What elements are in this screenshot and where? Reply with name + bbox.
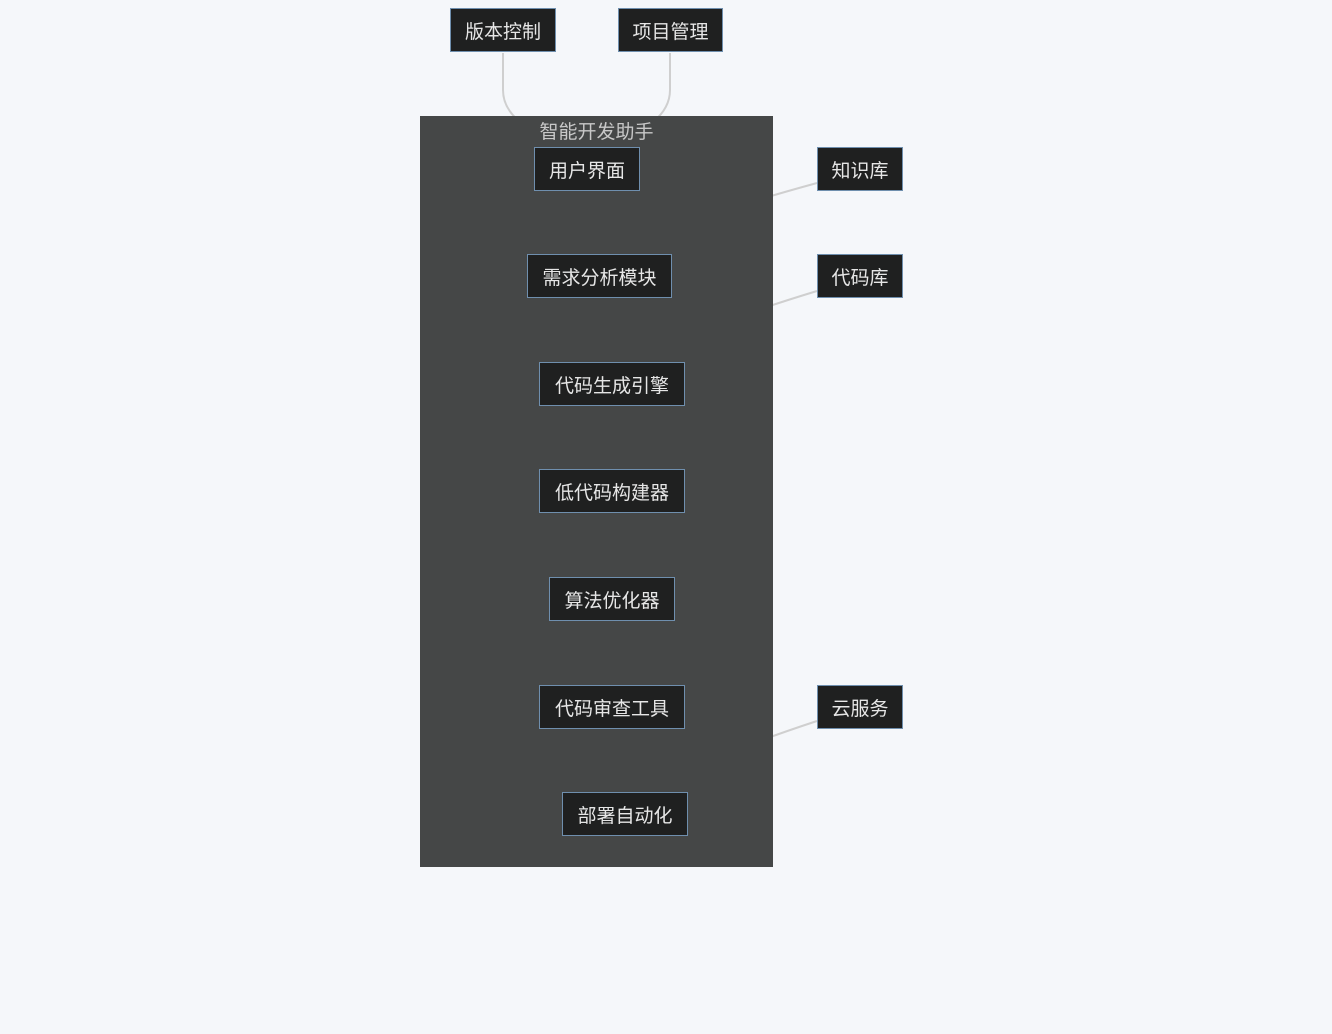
node-cloud-service[interactable]: 云服务 [817, 685, 903, 729]
node-user-interface[interactable]: 用户界面 [534, 147, 640, 191]
node-code-generation-engine[interactable]: 代码生成引擎 [539, 362, 685, 406]
node-lowcode-builder[interactable]: 低代码构建器 [539, 469, 685, 513]
node-algorithm-optimizer[interactable]: 算法优化器 [549, 577, 675, 621]
group-title: 智能开发助手 [539, 121, 654, 143]
node-code-repository[interactable]: 代码库 [817, 254, 903, 298]
node-code-review-tool[interactable]: 代码审查工具 [539, 685, 685, 729]
node-project-management[interactable]: 项目管理 [618, 8, 723, 52]
node-requirement-analysis[interactable]: 需求分析模块 [527, 254, 672, 298]
node-knowledge-base[interactable]: 知识库 [817, 147, 903, 191]
node-deploy-automation[interactable]: 部署自动化 [562, 792, 688, 836]
node-version-control[interactable]: 版本控制 [450, 8, 556, 52]
